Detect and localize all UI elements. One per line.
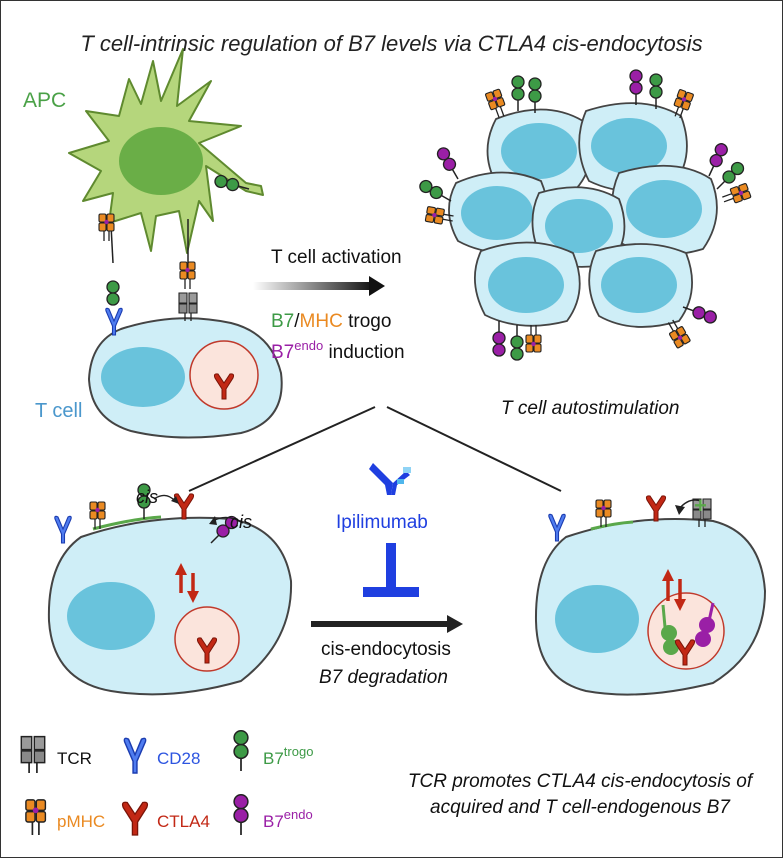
- b7-degradation-label: B7 degradation: [319, 667, 448, 688]
- t-cell-cis-right: [534, 495, 767, 696]
- legend-ctla4: CTLA4: [157, 812, 210, 831]
- inhibition-symbol: [363, 543, 419, 597]
- legend-symbols: [20, 729, 249, 836]
- plus-sign: +: [694, 493, 707, 518]
- branch-lines: [188, 406, 562, 492]
- figure-title: T cell-intrinsic regulation of B7 levels…: [80, 31, 703, 56]
- cis-label-left: cis: [136, 487, 158, 507]
- activation-label: T cell activation: [271, 247, 402, 268]
- cis-endocytosis-arrow: [311, 615, 463, 633]
- pmhc-icon: [25, 799, 47, 836]
- ctla4-icon: [121, 801, 149, 836]
- tcr-icon: [20, 735, 46, 774]
- cis-label-right: cis: [230, 512, 252, 532]
- apc-label: APC: [23, 89, 67, 112]
- trogo-label: B7/MHC trogo: [271, 311, 392, 332]
- t-cell-initial: [87, 292, 283, 439]
- t-cell-cis-left: [47, 483, 293, 696]
- b7-endo-icon: [233, 793, 249, 836]
- b7-trogo-icon: [233, 729, 249, 772]
- t-cell-label: T cell: [35, 400, 83, 422]
- legend-pmhc: pMHC: [57, 812, 106, 831]
- legend-cd28: CD28: [157, 749, 201, 768]
- endo-induction-label: B7endo induction: [271, 338, 405, 363]
- cis-endocytosis-label: cis-endocytosis: [321, 639, 451, 660]
- legend-b7-trogo: B7trogo: [263, 744, 314, 768]
- summary-caption: TCR promotes CTLA4 cis-endocytosis of ac…: [407, 771, 753, 818]
- apc-ligands: [98, 173, 252, 306]
- legend-tcr: TCR: [57, 749, 92, 768]
- activation-arrow: [253, 282, 373, 290]
- cd28-icon: [123, 737, 147, 774]
- autostimulation-label: T cell autostimulation: [501, 398, 680, 419]
- legend-b7-endo: B7endo: [263, 807, 313, 831]
- ipilimumab-label: Ipilimumab: [336, 512, 428, 533]
- apc-cell: [68, 48, 264, 254]
- antibody-icon: [369, 463, 411, 495]
- t-cell-cluster: [416, 69, 752, 361]
